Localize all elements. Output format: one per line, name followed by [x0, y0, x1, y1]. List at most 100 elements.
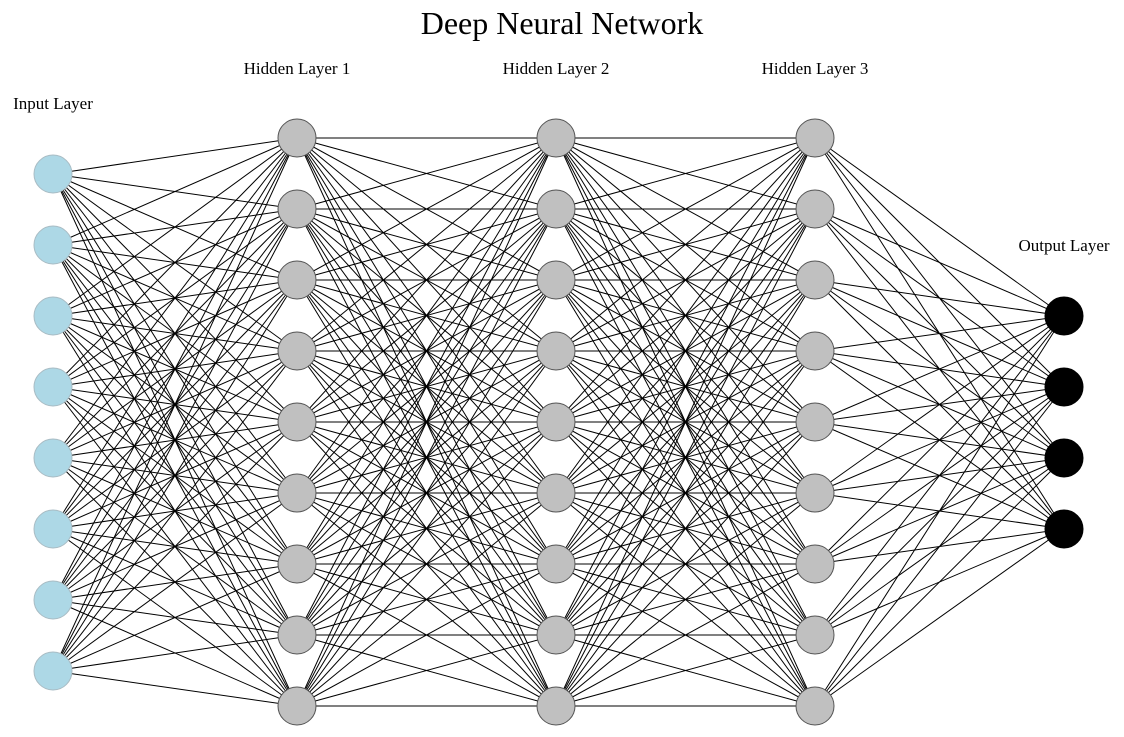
- neuron-hidden-1-7: [277, 544, 317, 584]
- neuron-input-8: [33, 651, 73, 691]
- connection-input-8-to-hidden-1-2: [52, 208, 298, 672]
- layer-label-hidden-3: Hidden Layer 3: [762, 59, 869, 78]
- connection-hidden-1-7-to-hidden-2-1: [296, 137, 557, 565]
- connection-hidden-1-5-to-hidden-2-1: [296, 137, 557, 423]
- neuron-hidden-2-1: [536, 118, 576, 158]
- neuron-output-4: [1044, 509, 1084, 549]
- connection-input-8-to-hidden-1-4: [52, 350, 298, 672]
- neuron-hidden-1-4: [277, 331, 317, 371]
- neuron-output-3: [1044, 438, 1084, 478]
- neuron-hidden-3-6: [795, 473, 835, 513]
- neuron-hidden-2-6: [536, 473, 576, 513]
- neuron-hidden-3-5: [795, 402, 835, 442]
- connection-input-8-to-hidden-1-3: [52, 279, 298, 672]
- neuron-hidden-2-7: [536, 544, 576, 584]
- connection-input-8-to-hidden-1-5: [52, 421, 298, 672]
- neuron-output-2: [1044, 367, 1084, 407]
- connection-hidden-2-6-to-hidden-3-1: [555, 137, 816, 494]
- connection-hidden-1-9-to-hidden-2-2: [296, 208, 557, 707]
- layer-label-hidden-1: Hidden Layer 1: [244, 59, 351, 78]
- neuron-hidden-1-9: [277, 686, 317, 726]
- neuron-hidden-3-8: [795, 615, 835, 655]
- connection-hidden-2-5-to-hidden-3-1: [555, 137, 816, 423]
- neurons: [33, 118, 1084, 726]
- neuron-hidden-1-6: [277, 473, 317, 513]
- neuron-hidden-3-4: [795, 331, 835, 371]
- connection-hidden-1-9-to-hidden-2-6: [296, 492, 557, 707]
- neuron-hidden-3-7: [795, 544, 835, 584]
- connection-hidden-2-9-to-hidden-3-7: [555, 563, 816, 707]
- connection-hidden-3-9-to-output-2: [814, 386, 1065, 707]
- connections: [52, 137, 1065, 707]
- connection-hidden-2-9-to-hidden-3-1: [555, 137, 816, 707]
- connection-input-8-to-hidden-1-9: [52, 670, 298, 707]
- connection-hidden-3-9-to-output-3: [814, 457, 1065, 707]
- connection-hidden-2-9-to-hidden-3-5: [555, 421, 816, 707]
- connection-input-8-to-hidden-1-7: [52, 563, 298, 672]
- connection-hidden-1-9-to-hidden-2-5: [296, 421, 557, 707]
- connection-hidden-2-9-to-hidden-3-2: [555, 208, 816, 707]
- neuron-hidden-2-4: [536, 331, 576, 371]
- connection-hidden-1-9-to-hidden-2-3: [296, 279, 557, 707]
- connection-hidden-1-6-to-hidden-2-1: [296, 137, 557, 494]
- neuron-input-6: [33, 509, 73, 549]
- layer-label-output: Output Layer: [1018, 236, 1109, 255]
- connection-hidden-1-3-to-hidden-2-1: [296, 137, 557, 281]
- diagram-title: Deep Neural Network: [421, 5, 704, 41]
- neuron-hidden-1-5: [277, 402, 317, 442]
- neuron-hidden-2-2: [536, 189, 576, 229]
- connection-input-5-to-hidden-1-1: [52, 137, 298, 459]
- neuron-hidden-2-3: [536, 260, 576, 300]
- neuron-input-3: [33, 296, 73, 336]
- neuron-hidden-1-2: [277, 189, 317, 229]
- connection-hidden-2-8-to-hidden-3-1: [555, 137, 816, 636]
- connection-hidden-2-3-to-hidden-3-1: [555, 137, 816, 281]
- connection-hidden-3-2-to-output-1: [814, 208, 1065, 317]
- connection-input-6-to-hidden-1-1: [52, 137, 298, 530]
- connection-hidden-2-9-to-hidden-3-3: [555, 279, 816, 707]
- connection-hidden-2-7-to-hidden-3-1: [555, 137, 816, 565]
- neuron-hidden-1-8: [277, 615, 317, 655]
- connection-input-7-to-hidden-1-1: [52, 137, 298, 601]
- connection-hidden-1-9-to-hidden-2-1: [296, 137, 557, 707]
- connection-hidden-3-1-to-output-1: [814, 137, 1065, 317]
- connection-hidden-3-3-to-output-1: [814, 279, 1065, 317]
- neuron-hidden-1-1: [277, 118, 317, 158]
- connection-hidden-2-9-to-hidden-3-4: [555, 350, 816, 707]
- connection-input-4-to-hidden-1-1: [52, 137, 298, 388]
- connection-hidden-1-8-to-hidden-2-1: [296, 137, 557, 636]
- layer-label-hidden-2: Hidden Layer 2: [503, 59, 610, 78]
- neuron-input-4: [33, 367, 73, 407]
- connection-hidden-3-4-to-output-1: [814, 315, 1065, 352]
- connection-hidden-3-8-to-output-1: [814, 315, 1065, 636]
- neuron-hidden-2-9: [536, 686, 576, 726]
- connection-input-1-to-hidden-1-1: [52, 137, 298, 175]
- neuron-hidden-3-9: [795, 686, 835, 726]
- connection-hidden-3-5-to-output-1: [814, 315, 1065, 423]
- connection-hidden-3-9-to-output-4: [814, 528, 1065, 707]
- connection-hidden-1-9-to-hidden-2-7: [296, 563, 557, 707]
- neuron-input-1: [33, 154, 73, 194]
- neuron-hidden-2-5: [536, 402, 576, 442]
- neuron-output-1: [1044, 296, 1084, 336]
- layer-label-input: Input Layer: [13, 94, 93, 113]
- connection-input-8-to-hidden-1-8: [52, 634, 298, 672]
- neuron-hidden-3-2: [795, 189, 835, 229]
- connection-hidden-3-6-to-output-1: [814, 315, 1065, 494]
- connection-input-3-to-hidden-1-1: [52, 137, 298, 317]
- connection-hidden-3-7-to-output-1: [814, 315, 1065, 565]
- connection-hidden-2-2-to-hidden-3-1: [555, 137, 816, 210]
- neuron-hidden-1-3: [277, 260, 317, 300]
- neuron-input-7: [33, 580, 73, 620]
- connection-input-2-to-hidden-1-1: [52, 137, 298, 246]
- neuron-hidden-2-8: [536, 615, 576, 655]
- connection-hidden-3-9-to-output-1: [814, 315, 1065, 707]
- connection-hidden-1-9-to-hidden-2-8: [296, 634, 557, 707]
- neuron-input-2: [33, 225, 73, 265]
- connection-hidden-2-9-to-hidden-3-6: [555, 492, 816, 707]
- connection-input-8-to-hidden-1-6: [52, 492, 298, 672]
- connection-hidden-2-9-to-hidden-3-8: [555, 634, 816, 707]
- connection-hidden-1-9-to-hidden-2-4: [296, 350, 557, 707]
- neuron-hidden-3-3: [795, 260, 835, 300]
- connection-hidden-1-2-to-hidden-2-1: [296, 137, 557, 210]
